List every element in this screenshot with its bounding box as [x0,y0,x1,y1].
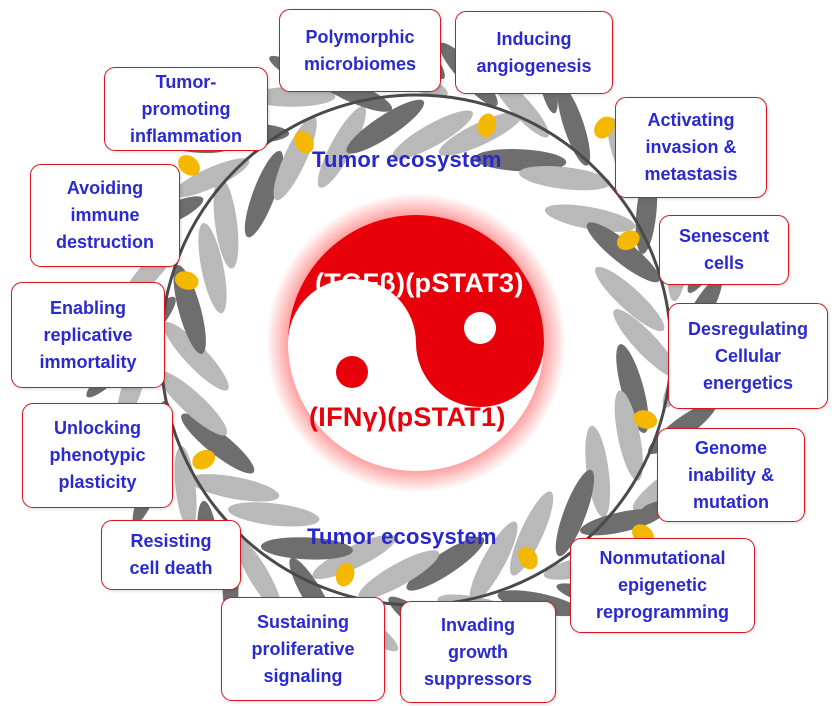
hallmark-resisting-cell-death: Resisting cell death [101,520,241,590]
olive-leaf [595,266,665,332]
olive-berry [174,271,199,290]
olive-leaf [198,222,227,314]
yin-label: (TGFβ)(pSTAT3) [315,268,524,298]
olive-leaf [557,85,591,166]
olive-leaf [174,446,197,530]
yang-label: (IFNγ)(pSTAT1) [309,402,506,432]
olive-leaf [312,534,397,579]
olive-leaf [181,413,255,474]
olive-berry [178,155,200,176]
olive-leaf [235,537,282,611]
olive-leaf [580,508,663,536]
hallmark-nonmutational-epigenetic-reprogramming: Nonmutational epigenetic reprogramming [570,538,755,633]
olive-leaf [260,537,353,560]
olive-leaf [613,309,679,378]
olive-berry [518,546,538,570]
yin-half [288,215,544,407]
hallmark-enabling-replicative-immortality: Enabling replicative immortality [11,282,165,388]
olive-leaf [163,322,229,391]
olive-leaf [188,474,280,502]
hallmark-tumor-promoting-inflammation: Tumor- promoting inflammation [104,67,268,151]
olive-berry [477,113,497,138]
olive-berry [633,410,658,429]
olive-leaf [213,177,239,269]
olive-leaf [346,99,425,154]
olive-leaf [358,550,440,600]
yang-dot [464,312,496,344]
hallmark-sustaining-proliferative-signaling: Sustaining proliferative signaling [221,597,385,701]
olive-leaf [172,158,250,198]
hallmark-genome-instability: Genome inability & mutation [657,428,805,522]
olive-leaf [586,222,660,283]
olive-leaf [227,502,320,527]
olive-berry [594,116,615,139]
olive-leaf [544,204,636,232]
olive-leaf [317,106,366,188]
hallmark-desregulating-cellular-energetics: Desregulating Cellular energetics [668,303,828,409]
hallmark-inducing-angiogenesis: Inducing angiogenesis [455,11,613,94]
olive-leaf [157,371,228,436]
olive-leaf [519,165,611,191]
olive-berry [335,562,355,587]
yin-dot [336,356,368,388]
olive-leaf [614,390,643,481]
olive-leaf [406,536,485,591]
olive-berry [192,449,216,470]
olive-berry [616,230,640,251]
olive-berry [294,130,314,154]
ecosystem-label-bottom: Tumor ecosystem [307,524,497,549]
olive-leaf [474,149,567,172]
hallmark-unlocking-phenotypic-plasticity: Unlocking phenotypic plasticity [22,403,173,508]
olive-leaf [392,110,473,160]
yin-yang-symbol [288,215,544,471]
hallmark-avoiding-immune-destruction: Avoiding immune destruction [30,164,180,267]
ecosystem-label-top: Tumor ecosystem [312,147,502,172]
hallmark-senescent-cells: Senescent cells [659,215,789,285]
olive-leaf [469,521,518,603]
hallmark-activating-invasion: Activating invasion & metastasis [615,97,767,198]
olive-leaf [555,469,595,557]
olive-leaf [244,150,284,238]
hallmark-invading-growth-suppressors: Invading growth suppressors [400,601,556,703]
hallmark-polymorphic-microbiomes: Polymorphic microbiomes [279,9,441,92]
